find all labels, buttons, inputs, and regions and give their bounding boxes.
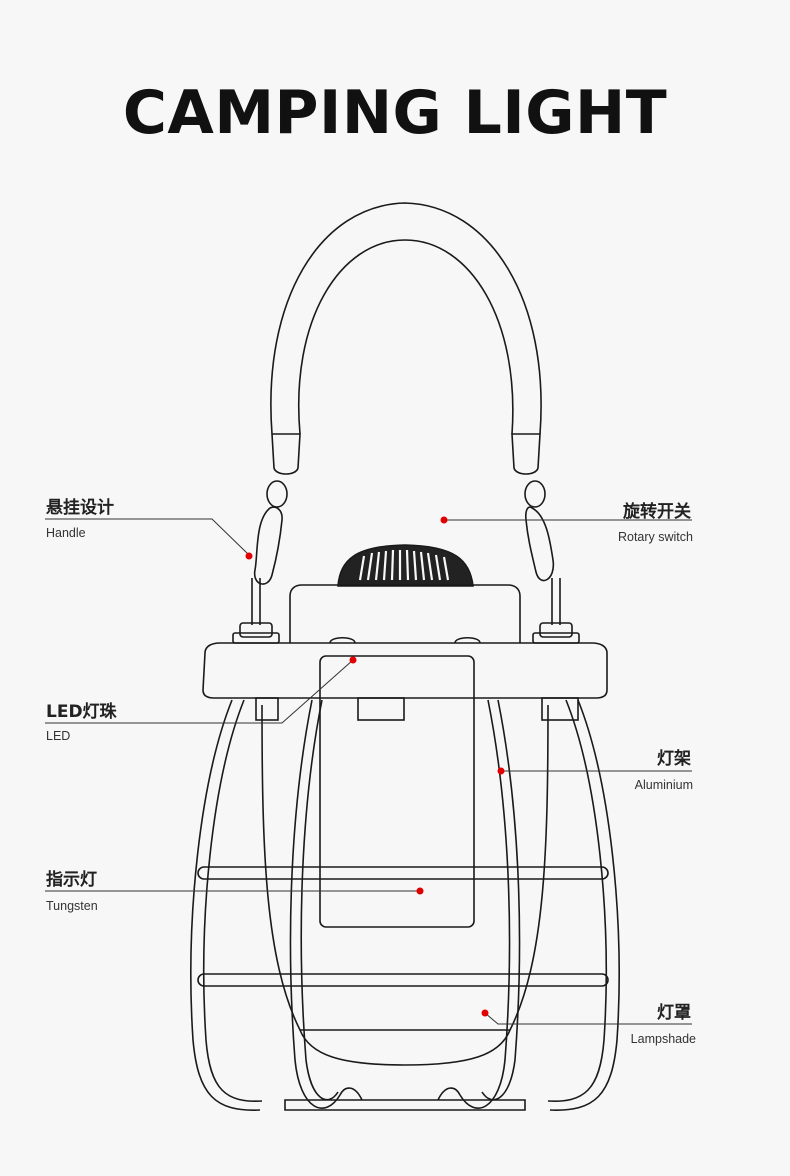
aluminium-marker: [497, 767, 505, 775]
page-title: CAMPING LIGHT: [122, 78, 668, 148]
handle-sublabel: Handle: [46, 526, 86, 540]
handle-marker: [245, 552, 253, 560]
rotary-switch-label: 旋转开关: [623, 502, 691, 522]
aluminium-label: 灯架: [657, 749, 691, 769]
cage: [190, 699, 620, 1111]
rotary-switch-marker: [440, 516, 448, 524]
led-label: LED灯珠: [46, 702, 117, 722]
handle-strap: [270, 202, 542, 475]
lampshade-marker: [481, 1009, 489, 1017]
tungsten-sublabel: Tungsten: [46, 899, 98, 913]
lamp-drawing: [190, 202, 620, 1111]
handle-label: 悬挂设计: [46, 498, 114, 518]
tungsten-label: 指示灯: [46, 870, 97, 890]
tungsten-marker: [416, 887, 424, 895]
lampshade-sublabel: Lampshade: [630, 1032, 696, 1046]
rotary-switch-sublabel: Rotary switch: [617, 530, 693, 544]
right-hook: [524, 480, 561, 625]
lampshade-label: 灯罩: [657, 1003, 691, 1023]
leader-lines: [45, 518, 692, 1025]
rotary-knob: [337, 544, 474, 587]
left-hook: [251, 480, 288, 625]
led-sublabel: LED: [46, 729, 71, 743]
led-marker: [349, 656, 357, 664]
aluminium-sublabel: Aluminium: [634, 778, 693, 792]
